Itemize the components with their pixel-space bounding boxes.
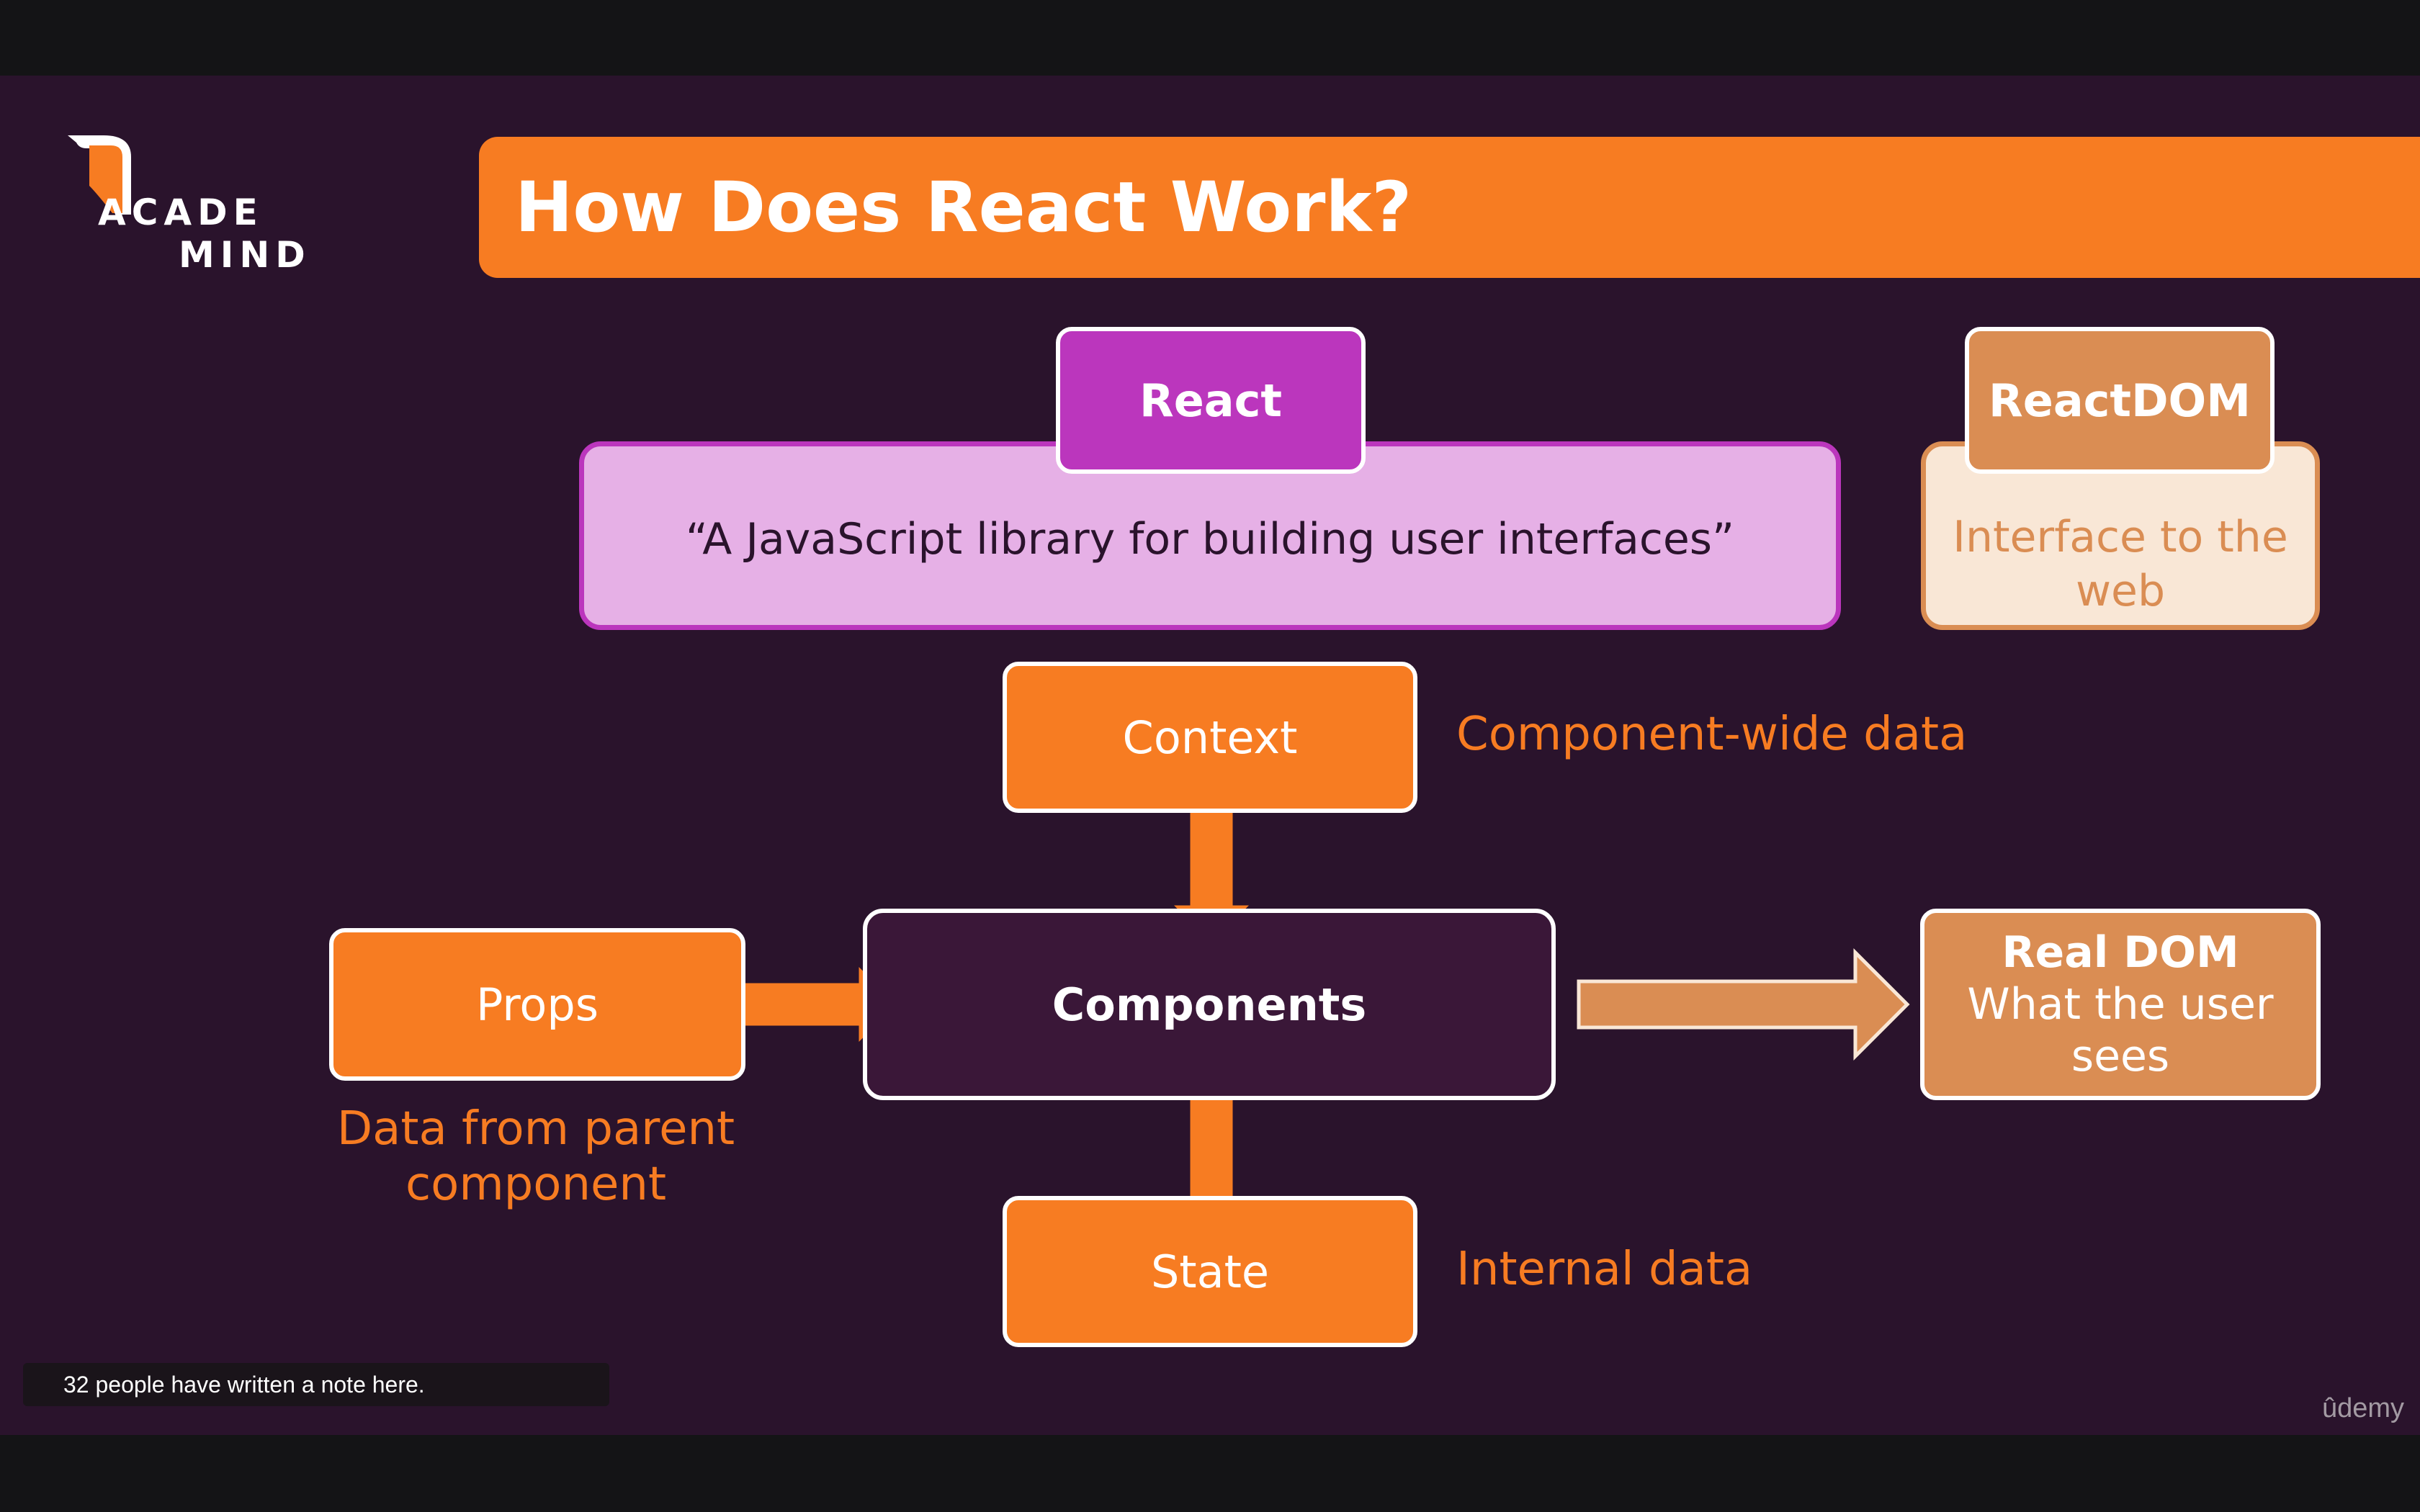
react-header: React xyxy=(1139,374,1283,427)
reactdom-description: Interface to the web xyxy=(1953,512,2288,616)
props-label: Props xyxy=(475,978,599,1031)
logo-bookmark-icon xyxy=(68,135,131,215)
reactdom-header: ReactDOM xyxy=(1989,374,2251,427)
reactdom-header-box: ReactDOM xyxy=(1965,327,2275,474)
letterbox-bottom xyxy=(0,1435,2420,1512)
notes-indicator[interactable]: 32 people have written a note here. xyxy=(23,1363,609,1406)
udemy-logo: ûdemy xyxy=(2322,1393,2405,1423)
props-note: Data from parent component xyxy=(336,1102,735,1211)
real-dom-box: Real DOM What the user sees xyxy=(1920,909,2321,1100)
context-label: Context xyxy=(1122,711,1298,764)
letterbox-top xyxy=(0,0,2420,76)
logo-text-line2: MIND xyxy=(179,234,311,276)
slide-title: How Does React Work? xyxy=(515,167,1412,248)
props-box: Props xyxy=(329,928,745,1081)
react-tagline: “A JavaScript library for building user … xyxy=(685,514,1735,564)
react-header-box: React xyxy=(1056,327,1366,474)
notes-indicator-text: 32 people have written a note here. xyxy=(63,1372,425,1398)
real-dom-title: Real DOM xyxy=(2002,927,2239,978)
context-note: Component-wide data xyxy=(1456,708,1968,761)
components-label: Components xyxy=(1052,978,1367,1031)
arrow-components-to-realdom xyxy=(1577,948,1910,1061)
state-label: State xyxy=(1150,1245,1270,1298)
real-dom-subtitle: What the user sees xyxy=(1967,979,2274,1081)
context-box: Context xyxy=(1003,662,1417,813)
title-banner: How Does React Work? xyxy=(479,137,2420,278)
state-box: State xyxy=(1003,1196,1417,1347)
slide: ACADE MIND How Does React Work? xyxy=(0,76,2420,1435)
components-box: Components xyxy=(863,909,1556,1100)
logo-text-line1: ACADE xyxy=(98,192,264,233)
state-note: Internal data xyxy=(1456,1243,1753,1296)
